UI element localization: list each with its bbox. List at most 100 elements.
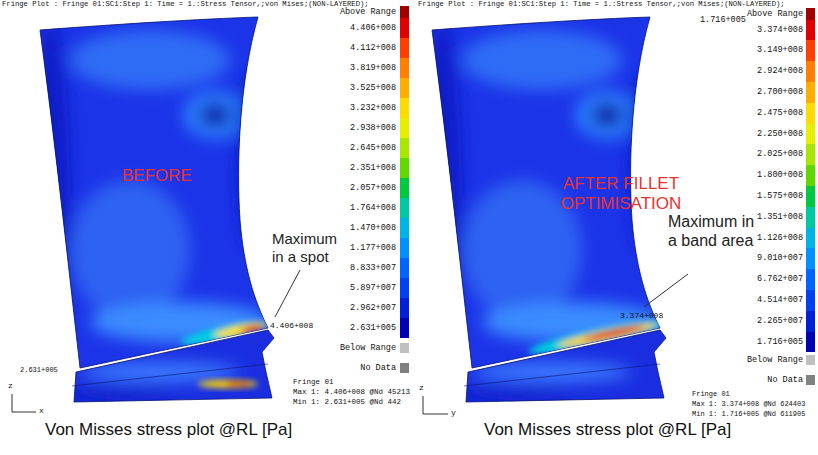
legend-value: No Data — [767, 375, 803, 385]
legend-value: 3.149+008 — [757, 45, 803, 55]
legend-value: 1.470+008 — [350, 223, 396, 233]
legend-value: 2.025+008 — [757, 149, 803, 159]
legend-swatch — [806, 269, 815, 290]
legend-swatch — [400, 198, 409, 218]
legend-swatch — [400, 258, 409, 278]
legend-swatch — [400, 98, 409, 118]
legend-value: 8.833+007 — [350, 263, 396, 273]
fringe-info: Max 1: 4.406+008 @Nd 45213 — [293, 388, 410, 397]
legend-value: 1.575+008 — [757, 191, 803, 201]
legend-swatch — [806, 355, 815, 365]
fringe-info: Fringe 01 — [293, 378, 334, 387]
legend-value: Above Range — [340, 7, 396, 17]
legend-value: 1.764+008 — [350, 203, 396, 213]
legend-value: 4.406+008 — [350, 23, 396, 33]
legend-swatch — [806, 248, 815, 269]
legend-value: 4.514+007 — [757, 295, 803, 305]
legend-swatch — [400, 343, 409, 353]
legend-swatch — [400, 118, 409, 138]
legend-swatch — [400, 218, 409, 238]
plot-header: Fringe Plot : Fringe 01:SC1:Step 1: Time… — [2, 0, 369, 9]
legend-value: 9.010+007 — [757, 253, 803, 263]
axis-label: z — [419, 383, 424, 393]
legend-value: 1.126+008 — [757, 233, 803, 243]
legend-swatch — [400, 238, 409, 258]
legend-value: 2.924+008 — [757, 66, 803, 76]
axis-triad — [12, 394, 448, 414]
legend-value: 2.265+007 — [757, 316, 803, 326]
legend-value: 6.762+007 — [757, 274, 803, 284]
min-value: 1.716+005 — [700, 15, 746, 25]
legend-swatch — [806, 228, 815, 249]
legend-value: 4.112+008 — [350, 43, 396, 53]
legend-value: 2.250+008 — [757, 129, 803, 139]
legend-value: 1.177+008 — [350, 243, 396, 253]
legend-value: 3.819+008 — [350, 63, 396, 73]
stress-hotspot — [180, 317, 271, 349]
fringe-info: Min 1: 1.716+005 @Nd 611905 — [692, 410, 805, 418]
fringe-info: Max 1: 3.374+008 @Nd 624403 — [692, 400, 805, 408]
axis-label: y — [451, 408, 456, 418]
legend-value: 2.938+008 — [350, 123, 396, 133]
legend-swatch — [806, 82, 815, 103]
legend-swatch — [400, 363, 409, 373]
legend-swatch — [806, 103, 815, 124]
legend-value: 1.351+008 — [757, 212, 803, 222]
legend-swatch — [806, 8, 815, 20]
legend-swatch — [806, 165, 815, 186]
legend-swatch — [400, 178, 409, 198]
fringe-info: Fringe 01 — [692, 390, 730, 398]
max-value: 4.406+008 — [270, 321, 313, 331]
legend-value: 2.700+008 — [757, 87, 803, 97]
turbine-blade — [392, 0, 692, 410]
turbine-blade — [0, 0, 300, 410]
legend-swatch — [400, 298, 409, 318]
legend-value: 2.475+008 — [757, 108, 803, 118]
legend-value: 2.351+008 — [350, 163, 396, 173]
legend-swatch — [806, 375, 815, 385]
legend-swatch — [806, 144, 815, 165]
max-value: 3.374+008 — [620, 311, 663, 321]
legend-swatch — [400, 58, 409, 78]
plot-caption: Von Misses stress plot @RL [Pa] — [45, 420, 292, 440]
legend-value: Below Range — [747, 355, 803, 365]
legend-value: Above Range — [747, 9, 803, 19]
axis-label: x — [39, 406, 44, 416]
legend-swatch — [806, 20, 815, 41]
legend-value: 2.057+008 — [350, 183, 396, 193]
min-value: 2.631+005 — [20, 366, 58, 374]
legend-value: 3.232+008 — [350, 103, 396, 113]
leader-line — [644, 274, 688, 307]
legend-swatch — [806, 124, 815, 145]
legend-swatch — [400, 158, 409, 178]
legend-value: Below Range — [340, 343, 396, 353]
legend-swatch — [806, 61, 815, 82]
fringe-info: Min 1: 2.631+005 @Nd 442 — [293, 398, 401, 407]
axis-label: z — [8, 381, 13, 391]
legend-value: 1.716+005 — [757, 337, 803, 347]
legend-swatch — [806, 40, 815, 61]
legend-swatch — [400, 318, 409, 338]
leader-line — [275, 270, 300, 317]
legend-swatch — [806, 311, 815, 332]
legend-value: 3.374+008 — [757, 25, 803, 35]
legend-swatch — [806, 290, 815, 311]
legend-value: 2.645+008 — [350, 143, 396, 153]
panel-title: AFTER FILLET OPTIMISATION — [556, 174, 686, 215]
legend-swatch — [400, 78, 409, 98]
legend-swatch — [400, 38, 409, 58]
legend-swatch — [400, 6, 409, 18]
legend-value: No Data — [360, 363, 396, 373]
legend-value: 2.631+005 — [350, 323, 396, 333]
legend-value: 2.962+007 — [350, 303, 396, 313]
panel-title: BEFORE — [122, 166, 192, 186]
callout-note: Maximum in a spot — [272, 230, 346, 266]
legend-value: 1.800+008 — [757, 170, 803, 180]
legend-swatch — [400, 278, 409, 298]
legend-value: 3.525+008 — [350, 83, 396, 93]
legend-swatch — [400, 18, 409, 38]
callout-note: Maximum in a band area — [668, 212, 756, 250]
stress-band — [527, 315, 667, 360]
legend-swatch — [806, 207, 815, 228]
legend-value: 5.897+007 — [350, 283, 396, 293]
